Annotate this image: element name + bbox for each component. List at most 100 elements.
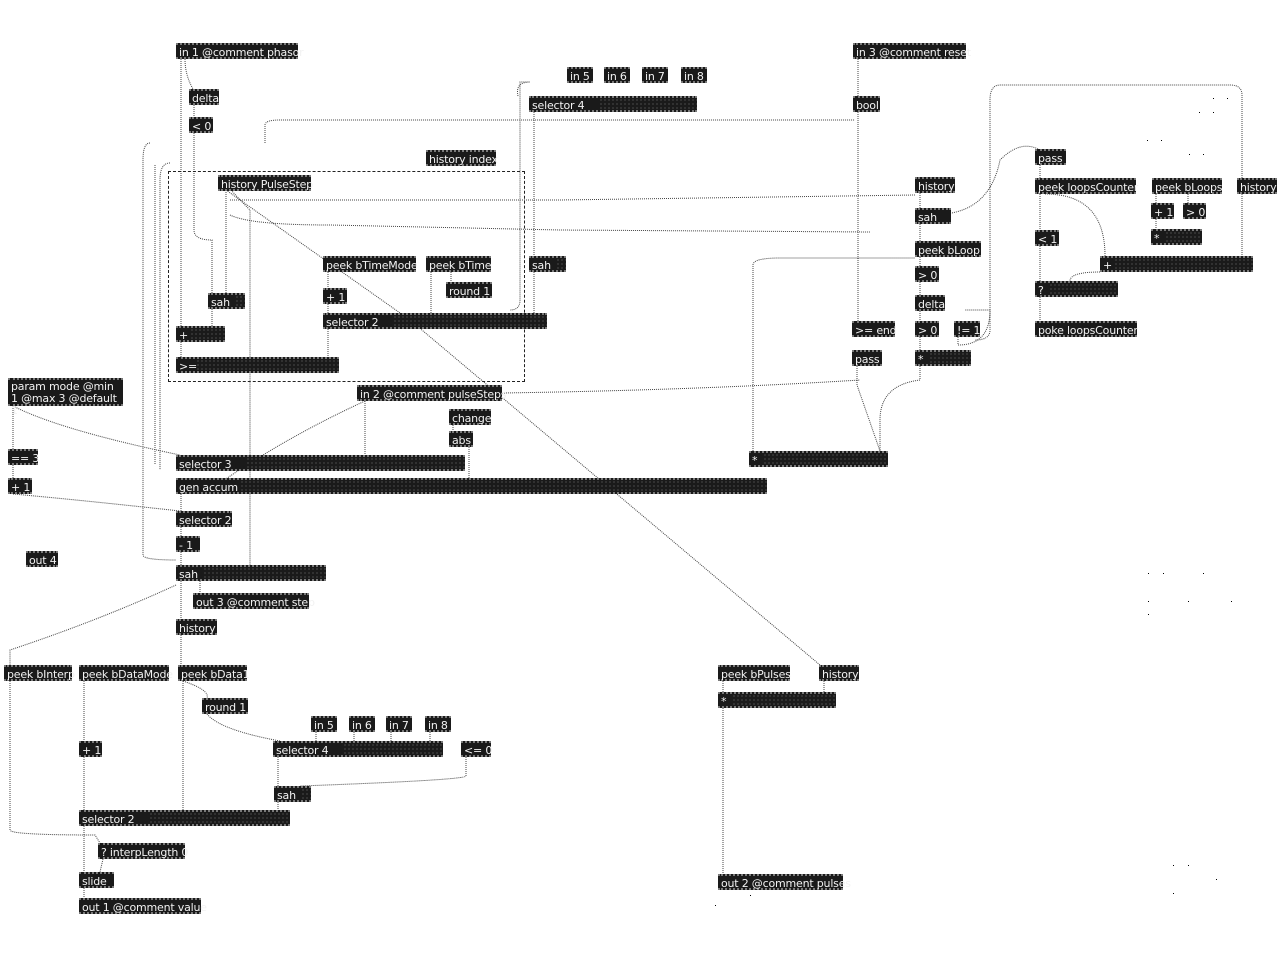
object-box-in6b[interactable]: in 6 [349,716,375,732]
object-box-plus1b[interactable]: + 1 [323,288,347,304]
object-box-mul4[interactable]: * [718,692,836,708]
object-box-mul3[interactable]: * [749,451,888,467]
object-box-selector2a[interactable]: selector 2 [323,313,547,329]
object-box-out2[interactable]: out 2 @comment pulses [718,874,851,890]
object-box-add1[interactable]: + [1100,256,1253,272]
object-box-out3[interactable]: out 3 @comment step [193,593,315,609]
object-box-add2[interactable]: + [176,326,225,342]
patch-cord[interactable] [206,713,281,742]
object-box-in7a[interactable]: in 7 [642,67,668,83]
object-box-selector2b[interactable]: selector 2 [176,511,232,527]
patch-cord[interactable] [501,379,861,394]
object-box-delta1[interactable]: delta [189,89,219,105]
object-box-in1[interactable]: in 1 @comment phasor [176,43,304,59]
object-box-gte1[interactable]: >= [176,357,339,373]
object-box-history5[interactable]: history [819,665,859,681]
object-box-gt0a[interactable]: > 0 [915,266,939,282]
patch-cord[interactable] [184,58,194,90]
object-box-peek-loops-counter[interactable]: peek loopsCounter [1035,178,1138,194]
object-box-peek-b-time[interactable]: peek bTime [426,256,491,272]
object-box-history-index[interactable]: history index [426,150,498,166]
object-box-round1b[interactable]: round 1 [202,698,248,714]
patch-cord[interactable] [193,133,213,293]
patch-cord[interactable] [230,194,916,201]
patch-cord[interactable] [943,145,1039,215]
object-box-out1[interactable]: out 1 @comment value [79,898,207,914]
patch-cord[interactable] [509,81,531,311]
object-box-sah3[interactable]: sah [529,256,566,272]
object-box-poke-loops-counter[interactable]: poke loopsCounter [1035,321,1138,337]
patch-cord[interactable] [856,366,881,452]
object-box-neq1[interactable]: != 1 [954,321,981,337]
object-box-sah4[interactable]: sah [176,565,326,581]
object-box-peek-b-loop[interactable]: peek bLoop [915,241,981,257]
object-box-in2[interactable]: in 2 @comment pulseSteps [357,385,506,401]
object-box-selector2c[interactable]: selector 2 [79,810,290,826]
object-box-in6a[interactable]: in 6 [604,67,630,83]
patch-cord[interactable] [225,189,821,666]
patch-cord[interactable] [264,119,855,143]
object-box-peek-b-data-mode[interactable]: peek bDataMode [79,665,173,681]
object-box-history3[interactable]: history [1237,178,1277,194]
patch-cord[interactable] [12,405,181,456]
object-box-gt0b[interactable]: > 0 [915,321,939,337]
patch-cord[interactable] [229,214,871,233]
object-box-peek-b-pulses[interactable]: peek bPulses [718,665,791,681]
object-box-slide[interactable]: slide [79,872,114,888]
patch-cord[interactable] [752,257,915,451]
object-box-selector4b[interactable]: selector 4 [273,741,443,757]
object-box-out4[interactable]: out 4 [26,551,58,567]
object-box-in7b[interactable]: in 7 [386,716,412,732]
patch-cord[interactable] [879,366,921,451]
object-box-lte0[interactable]: <= 0 [461,741,492,757]
object-box-history4[interactable]: history [176,619,217,635]
object-box-pass2[interactable]: pass [1035,149,1066,165]
object-box-history2[interactable]: history [915,177,955,193]
object-box-plus1d[interactable]: + 1 [79,741,102,757]
object-box-delta2[interactable]: delta [915,295,945,311]
object-box-param[interactable]: param mode @min 1 @max 3 @default 1 [8,378,123,417]
object-box-in5b[interactable]: in 5 [311,716,337,732]
object-box-selector4a[interactable]: selector 4 [529,96,697,112]
object-box-lt0[interactable]: < 0 [189,117,213,133]
object-box-in8b[interactable]: in 8 [425,716,451,732]
object-box-sah5[interactable]: sah [274,786,311,802]
object-box-ternary[interactable]: ? [1035,281,1118,297]
object-box-in5a[interactable]: in 5 [567,67,593,83]
object-box-sah1[interactable]: sah [208,293,245,309]
patch-cord[interactable] [9,584,177,665]
patch-cord[interactable] [1069,271,1101,282]
patch-cord[interactable] [209,400,366,491]
patch-cord[interactable] [182,680,208,699]
object-box-peek-b-loops[interactable]: peek bLoops [1152,178,1222,194]
object-box-abs[interactable]: abs [449,431,473,447]
patch-cord[interactable] [230,189,251,567]
object-box-gte-end[interactable]: >= end [852,321,897,337]
object-box-pass1[interactable]: pass [852,350,882,366]
object-box-lt1[interactable]: < 1 [1035,230,1059,246]
object-box-sah2[interactable]: sah [915,208,951,224]
object-box-in3[interactable]: in 3 @comment reset [853,43,971,59]
object-box-peek-b-interp[interactable]: peek bInterp [4,665,75,681]
object-box-mul2[interactable]: * [1151,229,1202,245]
object-box-selector3[interactable]: selector 3 [176,455,465,471]
object-box-minus1[interactable]: - 1 [176,536,200,552]
object-box-interp-length[interactable]: ? interpLength 0 [98,843,188,859]
object-box-peek-b-data1[interactable]: peek bData1 [178,665,250,681]
object-box-plus1c[interactable]: + 1 [8,478,32,494]
object-box-round1a[interactable]: round 1 [446,282,492,298]
object-box-bool[interactable]: bool [853,96,880,112]
object-box-history-pulse-step[interactable]: history PulseStep [218,175,313,191]
patch-cord[interactable] [299,757,467,787]
object-box-mul1[interactable]: * [915,350,971,366]
object-box-plus1a[interactable]: + 1 [1151,203,1174,219]
object-box-in8a[interactable]: in 8 [681,67,707,83]
patch-cord[interactable] [142,142,177,561]
object-box-gt0c[interactable]: > 0 [1183,203,1206,219]
patch-cord[interactable] [12,493,181,512]
object-box-eq3[interactable]: == 3 [8,449,39,465]
object-box-gen-accum[interactable]: gen accum [176,478,767,494]
patch-cord[interactable] [159,162,171,470]
object-box-peek-b-time-mode[interactable]: peek bTimeMode [323,256,418,272]
